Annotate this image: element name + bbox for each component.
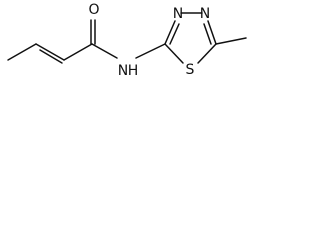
bond-ring-c2-n3-inner: [169, 23, 180, 45]
molecule-structure: O N H N N S: [7, 2, 247, 79]
atom-amide-hydrogen: H: [128, 63, 139, 79]
bond-c3-carbonyl-carbon: [63, 43, 93, 61]
bond-ring-n4-c5-inner: [203, 23, 212, 45]
atom-ring-nitrogen-4: N: [200, 6, 210, 22]
bond-carbonyl-amide-nitrogen: [91, 43, 118, 59]
atom-carbonyl-oxygen: O: [88, 2, 99, 18]
bond-c5-methyl: [215, 37, 247, 45]
bond-ring-s1-c2: [164, 43, 184, 64]
bond-ring-n4-c5-outer: [207, 20, 217, 45]
bond-c1-c2: [7, 43, 37, 61]
atom-amide-nitrogen: N: [118, 63, 128, 79]
bond-ring-c5-s1: [197, 43, 217, 64]
molecule-canvas: O N H N N S: [0, 0, 282, 95]
bond-ring-c2-n3-outer: [164, 20, 176, 45]
bond-c2-c3-double-outer: [35, 43, 65, 61]
bond-amide-nitrogen-ring-carbon: [135, 43, 166, 59]
bond-c2-c3-double-inner: [39, 49, 63, 64]
atom-ring-nitrogen-3: N: [173, 6, 183, 22]
atom-ring-sulfur: S: [186, 62, 195, 78]
